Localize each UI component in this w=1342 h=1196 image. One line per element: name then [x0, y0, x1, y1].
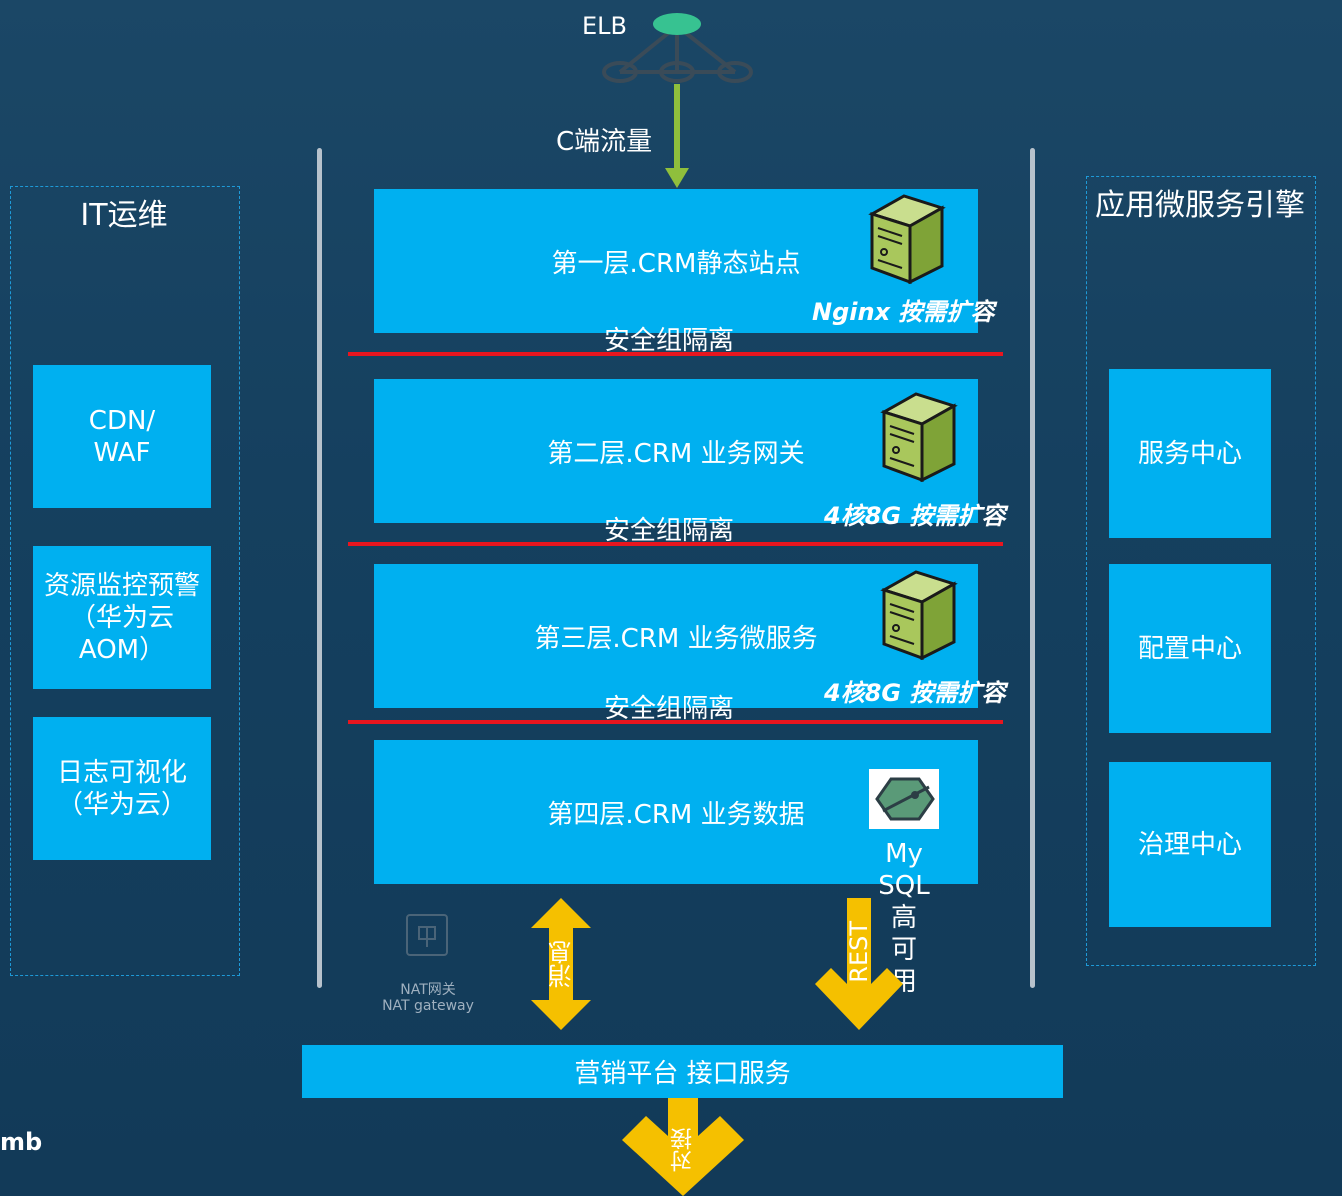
database-icon: [869, 769, 939, 829]
message-arrow-label-wrap: 消息: [529, 896, 593, 1032]
mysql-ha-label: My SQL 高 可 用: [878, 839, 930, 997]
it-ops-title: IT运维: [80, 198, 168, 233]
resource-monitor-box: 资源监控预警 （华为云 AOM）: [33, 546, 211, 689]
server-icon: [880, 392, 958, 482]
nat-gateway-label-cn: NAT网关: [400, 982, 456, 998]
tier-3-label: 第三层.CRM 业务微服务: [534, 623, 818, 654]
corner-text: mb: [0, 1128, 43, 1156]
tier-2-box: 第二层.CRM 业务网关: [374, 379, 978, 523]
security-group-label: 安全组隔离: [603, 326, 734, 356]
tier-2-label: 第二层.CRM 业务网关: [547, 438, 805, 469]
right-boundary-line: [1030, 148, 1035, 988]
server-icon: [868, 194, 946, 284]
integration-down-arrow: [622, 1098, 744, 1196]
cdn-waf-box: CDN/ WAF: [33, 365, 211, 508]
security-group-label: 安全组隔离: [603, 694, 734, 724]
traffic-arrow: [665, 84, 689, 188]
microservice-engine-panel: [1086, 176, 1316, 966]
security-group-label: 安全组隔离: [603, 516, 734, 546]
log-visualization-box: 日志可视化 （华为云）: [33, 717, 211, 860]
left-boundary-line: [317, 148, 322, 988]
nat-gateway-label-en: NAT gateway: [382, 998, 474, 1014]
marketing-platform-label: 营销平台 接口服务: [574, 1059, 791, 1089]
tier-2-scale-label: 4核8G 按需扩容: [824, 502, 1006, 530]
tier-3-scale-label: 4核8G 按需扩容: [824, 679, 1006, 707]
tier-3-box: 第三层.CRM 业务微服务: [374, 564, 978, 708]
integration-arrow-label-wrap: 对接: [662, 1110, 706, 1190]
elb-network-icon: [602, 13, 753, 83]
message-double-arrow: [531, 898, 591, 1030]
rest-arrow-label: REST: [845, 921, 873, 983]
tier-1-scale-label: Nginx 按需扩容: [812, 298, 995, 326]
marketing-platform-bar: 营销平台 接口服务: [302, 1045, 1063, 1098]
config-center-box: 配置中心: [1109, 564, 1271, 733]
traffic-label: C端流量: [556, 127, 653, 157]
tier-4-label: 第四层.CRM 业务数据: [547, 799, 805, 830]
tier-1-label: 第一层.CRM静态站点: [551, 248, 801, 279]
integration-arrow-label: 对接: [671, 1128, 696, 1172]
rest-down-arrow: [815, 898, 903, 1030]
security-group-line: [348, 720, 1003, 724]
message-arrow-label: 消息: [547, 940, 576, 988]
service-center-box: 服务中心: [1109, 369, 1271, 538]
nat-gateway-label: NAT网关 NAT gateway: [370, 982, 486, 1014]
security-group-line: [348, 542, 1003, 546]
it-ops-panel: [10, 186, 240, 976]
rest-arrow-label-wrap: REST: [813, 896, 905, 1008]
nat-gateway-icon: [406, 914, 448, 956]
server-icon: [880, 570, 958, 660]
microservice-engine-title: 应用微服务引擎: [1095, 188, 1305, 223]
elb-label: ELB: [582, 12, 627, 40]
security-group-line: [348, 352, 1003, 356]
governance-center-box: 治理中心: [1109, 762, 1271, 927]
